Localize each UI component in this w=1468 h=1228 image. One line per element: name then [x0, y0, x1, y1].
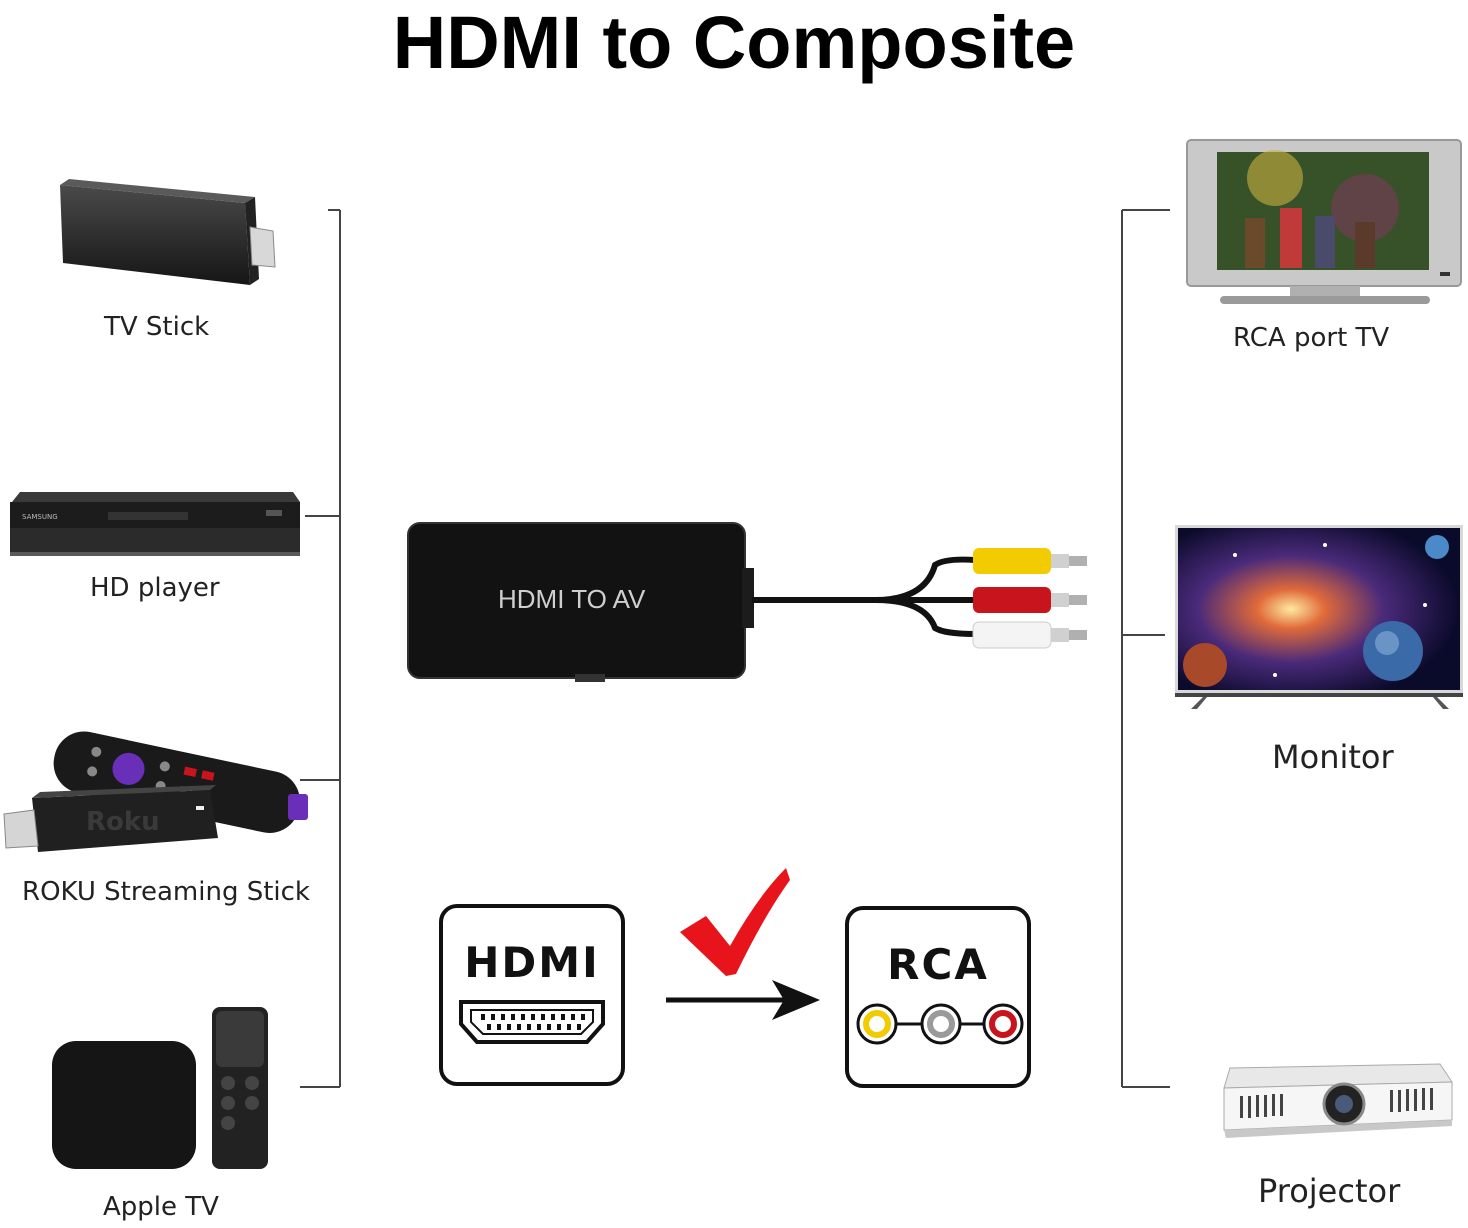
source-label-apple-tv: Apple TV — [103, 1192, 219, 1222]
red-plug — [973, 587, 1051, 613]
samsung-logo: SAMSUNG — [22, 513, 58, 521]
roku-logo: Roku — [86, 807, 160, 837]
hdmi-box-label: HDMI — [464, 938, 600, 987]
converter-device — [405, 520, 1095, 685]
hd-player-icon: SAMSUNG — [8, 488, 300, 560]
output-label-projector: Projector — [1258, 1172, 1401, 1210]
apple-tv-icon — [50, 1005, 280, 1175]
rca-box-label: RCA — [887, 940, 989, 989]
yellow-plug — [973, 548, 1051, 574]
roku-stick-icon: Roku — [0, 730, 320, 870]
hdmi-port-icon — [459, 1000, 605, 1044]
rca-jacks-icon — [856, 1003, 1024, 1045]
projector-icon — [1220, 1060, 1455, 1150]
page-title: HDMI to Composite — [392, 1, 1076, 84]
source-label-tv-stick: TV Stick — [104, 312, 210, 342]
output-label-rca-tv: RCA port TV — [1233, 323, 1390, 353]
check-mark-icon — [680, 868, 790, 976]
monitor-icon — [1175, 525, 1465, 711]
converter-label: HDMI TO AV — [498, 584, 646, 614]
tv-stick-icon — [55, 175, 295, 295]
arrow-right-icon — [666, 980, 820, 1020]
source-label-roku-stick: ROKU Streaming Stick — [22, 877, 310, 907]
crt-tv-icon — [1185, 138, 1465, 308]
output-label-monitor: Monitor — [1272, 738, 1394, 776]
source-label-hd-player: HD player — [90, 573, 220, 603]
rca-box: RCA — [845, 906, 1031, 1088]
hdmi-box: HDMI — [439, 904, 625, 1086]
